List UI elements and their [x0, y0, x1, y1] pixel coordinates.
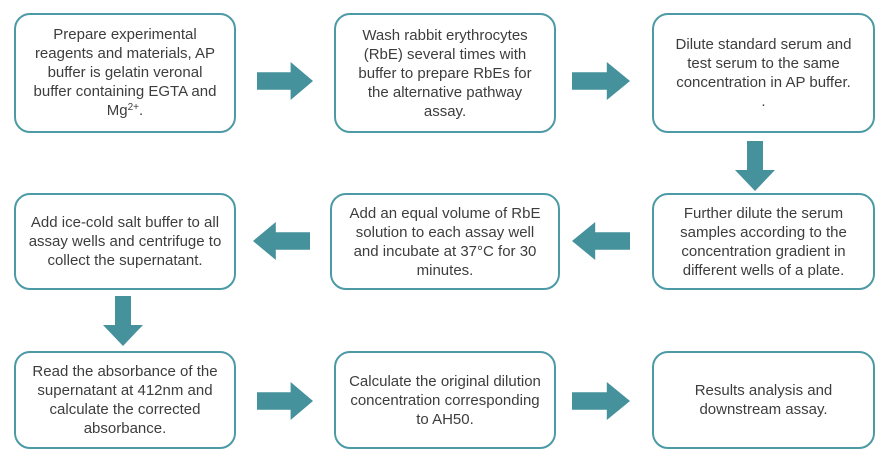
step-text: Calculate the original dilution concentr…	[349, 372, 541, 428]
flow-step-8-text: Calculate the original dilution concentr…	[348, 372, 542, 429]
step-text: Further dilute the serum samples accordi…	[680, 204, 847, 279]
step-text: Wash rabbit erythrocytes (RbE) several t…	[358, 26, 532, 120]
flow-step-6: Add ice-cold salt buffer to all assay we…	[14, 193, 236, 290]
flow-step-6-text: Add ice-cold salt buffer to all assay we…	[28, 213, 222, 270]
flow-step-4: Further dilute the serum samples accordi…	[652, 193, 875, 290]
arrow-right-icon	[257, 62, 313, 100]
flow-step-7: Read the absorbance of the supernatant a…	[14, 351, 236, 449]
step-text: Add ice-cold salt buffer to all assay we…	[28, 214, 222, 269]
flow-step-5-text: Add an equal volume of RbE solution to e…	[344, 204, 546, 280]
step-text: Dilute standard serum and test serum to …	[675, 36, 852, 110]
step-text: Add an equal volume of RbE solution to e…	[349, 204, 541, 279]
arrow-down-icon	[103, 296, 143, 346]
step-text: Results analysis and downstream assay.	[694, 382, 833, 418]
arrow-right-icon	[572, 382, 630, 420]
step-superscript: 2+	[127, 101, 140, 113]
arrow-right-icon	[572, 62, 630, 100]
step-text: Read the absorbance of the supernatant a…	[32, 363, 218, 437]
flow-step-8: Calculate the original dilution concentr…	[334, 351, 556, 449]
flow-step-2: Wash rabbit erythrocytes (RbE) several t…	[334, 13, 556, 133]
flow-step-9: Results analysis and downstream assay.	[652, 351, 875, 449]
arrow-left-icon	[253, 222, 310, 260]
flow-step-3: Dilute standard serum and test serum to …	[652, 13, 875, 133]
arrow-down-icon	[735, 141, 775, 191]
flow-step-5: Add an equal volume of RbE solution to e…	[330, 193, 560, 290]
flow-step-4-text: Further dilute the serum samples accordi…	[666, 204, 861, 280]
flow-step-3-text: Dilute standard serum and test serum to …	[666, 35, 861, 111]
flow-step-1: Prepare experimental reagents and materi…	[14, 13, 236, 133]
arrow-left-icon	[572, 222, 630, 260]
step-text-tail: .	[139, 101, 144, 119]
flow-step-1-text: Prepare experimental reagents and materi…	[28, 25, 222, 122]
flow-step-2-text: Wash rabbit erythrocytes (RbE) several t…	[348, 26, 542, 121]
flow-step-9-text: Results analysis and downstream assay.	[666, 381, 861, 419]
flow-step-7-text: Read the absorbance of the supernatant a…	[28, 362, 222, 438]
arrow-right-icon	[257, 382, 313, 420]
step-text: Prepare experimental reagents and materi…	[33, 25, 217, 119]
